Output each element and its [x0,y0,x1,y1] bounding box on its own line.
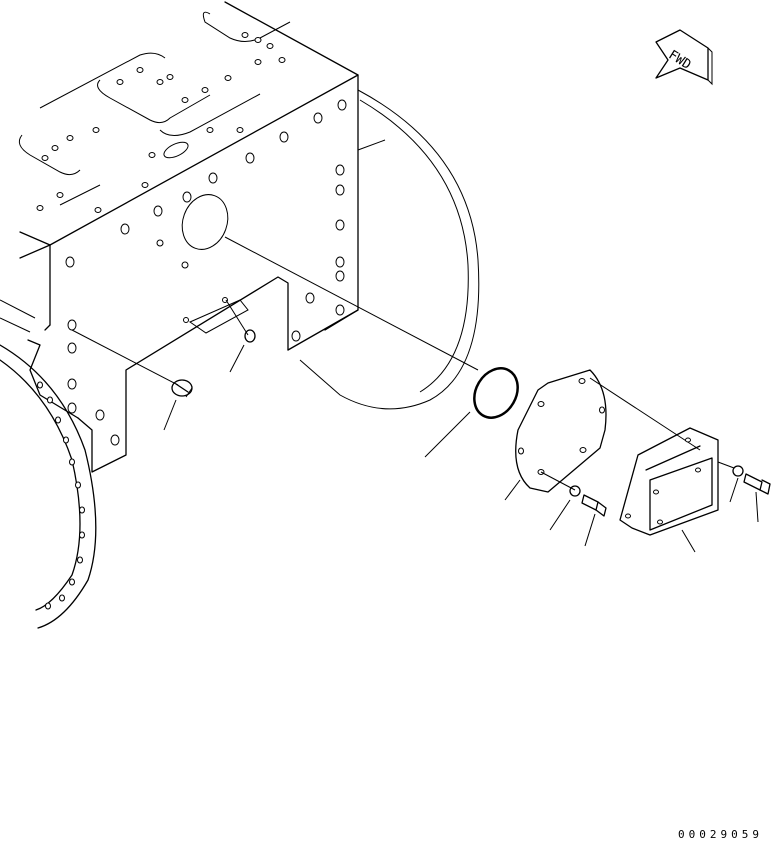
cover-plate [504,369,607,501]
o-ring [224,236,519,458]
bolt-left [581,494,607,547]
frame [0,1,480,629]
frame-holes [36,32,347,610]
plug-small [225,299,256,373]
bracket-block [589,377,719,553]
figure-number: 00029059 [678,828,763,841]
plug-left [71,329,193,431]
fwd-label: FWD [666,48,694,73]
washer-left [549,485,581,531]
bolt-right [743,473,771,523]
fwd-direction-marker: FWD [655,29,713,86]
washer-right [717,461,744,503]
